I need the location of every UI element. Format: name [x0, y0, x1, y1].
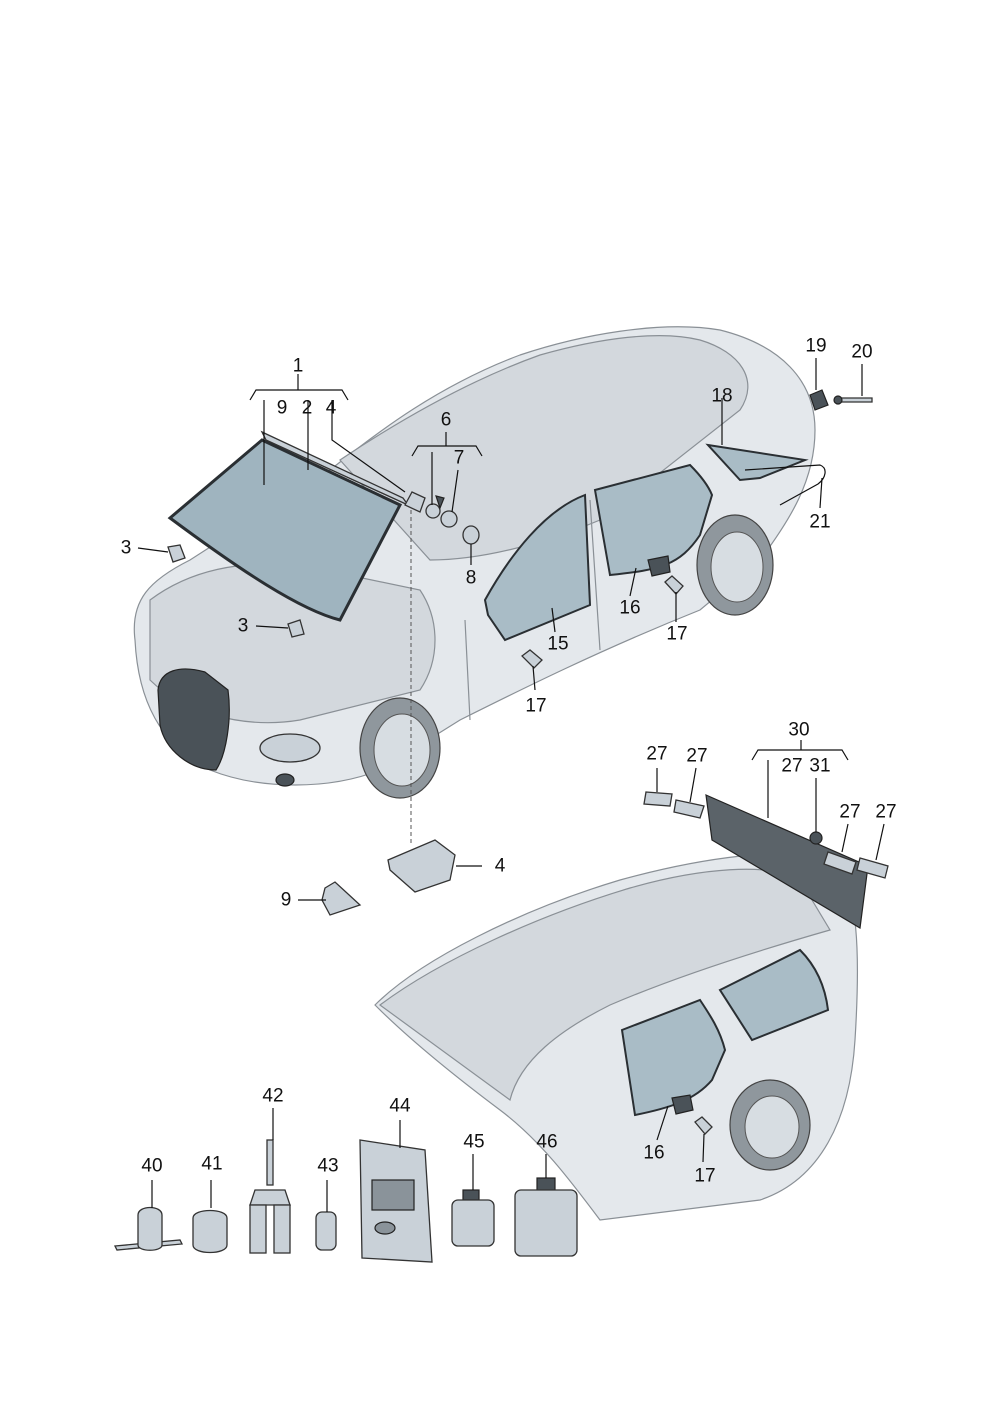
quarter-window-seal	[744, 464, 826, 506]
avant-quarter-window	[718, 948, 830, 1042]
callout-2: 2	[302, 398, 313, 419]
callout-8: 8	[466, 568, 477, 589]
clip-17-rear	[664, 575, 684, 595]
pad-27-c	[823, 851, 857, 875]
callout-19: 19	[805, 336, 826, 357]
avant-illustration	[374, 853, 859, 1221]
regulator-16	[647, 555, 671, 577]
avant-rear-door-window	[620, 998, 727, 1117]
leader-lines	[137, 358, 885, 1212]
part-42-gun	[249, 1139, 291, 1254]
avant-regulator-16	[671, 1094, 694, 1115]
clip-31	[809, 831, 823, 845]
callout-6: 6	[441, 410, 452, 431]
callout-30: 30	[788, 720, 809, 741]
bolt-20-head	[833, 395, 843, 405]
callout-17-front: 17	[525, 696, 546, 717]
callout-1: 1	[293, 356, 304, 377]
callout-27-b: 27	[686, 746, 707, 767]
pad-27-d	[856, 857, 889, 879]
callout-40: 40	[141, 1156, 162, 1177]
callout-18: 18	[711, 386, 732, 407]
clip-3-lower	[287, 619, 305, 638]
sensor-part-6-cap	[435, 495, 445, 510]
sensor-part-7	[440, 510, 458, 528]
callout-43: 43	[317, 1156, 338, 1177]
part-41-coil	[192, 1209, 228, 1254]
callout-46: 46	[536, 1132, 557, 1153]
front-door-window	[483, 493, 592, 642]
avant-clip-17	[694, 1116, 713, 1135]
callout-20: 20	[851, 342, 872, 363]
cover-9	[321, 881, 362, 916]
callout-4-bottom: 4	[495, 856, 506, 877]
callout-16-avant: 16	[643, 1143, 664, 1164]
callout-labels: 1 9 2 4 6 7 3 3 8 15 16 17 17 18 19 20 2…	[121, 336, 897, 1187]
part-45-bottle	[451, 1189, 495, 1247]
callout-44: 44	[389, 1096, 411, 1117]
callout-41: 41	[201, 1154, 222, 1175]
clip-17-front	[521, 649, 543, 669]
bracket-19	[809, 389, 829, 411]
callout-3-lower: 3	[238, 616, 249, 637]
sensor-part-8	[462, 525, 480, 545]
callout-15: 15	[547, 634, 568, 655]
callout-27-d: 27	[839, 802, 860, 823]
callout-45: 45	[463, 1132, 484, 1153]
callout-4-top: 4	[326, 398, 337, 419]
callout-3-upper: 3	[121, 538, 132, 559]
callout-27-c: 27	[781, 756, 802, 777]
callout-21: 21	[809, 512, 830, 533]
clip-3-upper	[167, 544, 186, 563]
mirror-bracket	[404, 491, 426, 513]
pad-27-b	[673, 799, 705, 819]
callout-17-rear: 17	[666, 624, 687, 645]
callout-31: 31	[809, 756, 830, 777]
sensor-part-6	[425, 503, 441, 519]
windscreen	[167, 430, 410, 622]
part-40-spring	[113, 1206, 184, 1251]
callout-27-e: 27	[875, 802, 896, 823]
part-44-pouch	[359, 1139, 433, 1263]
pad-27-a	[643, 791, 673, 807]
rear-door-window	[593, 463, 714, 577]
bolt-20	[837, 397, 873, 403]
mirror-base-4	[387, 839, 456, 893]
part-46-canister	[514, 1177, 578, 1257]
quarter-window	[705, 443, 809, 482]
sedan-illustration	[133, 326, 816, 799]
callout-16-sedan: 16	[619, 598, 640, 619]
callout-17-avant: 17	[694, 1166, 715, 1187]
callout-9-bottom: 9	[281, 890, 292, 911]
callout-42: 42	[262, 1086, 283, 1107]
callout-7: 7	[454, 448, 465, 469]
callout-9-top: 9	[277, 398, 288, 419]
callout-27-a: 27	[646, 744, 667, 765]
part-43-cap	[315, 1211, 337, 1251]
